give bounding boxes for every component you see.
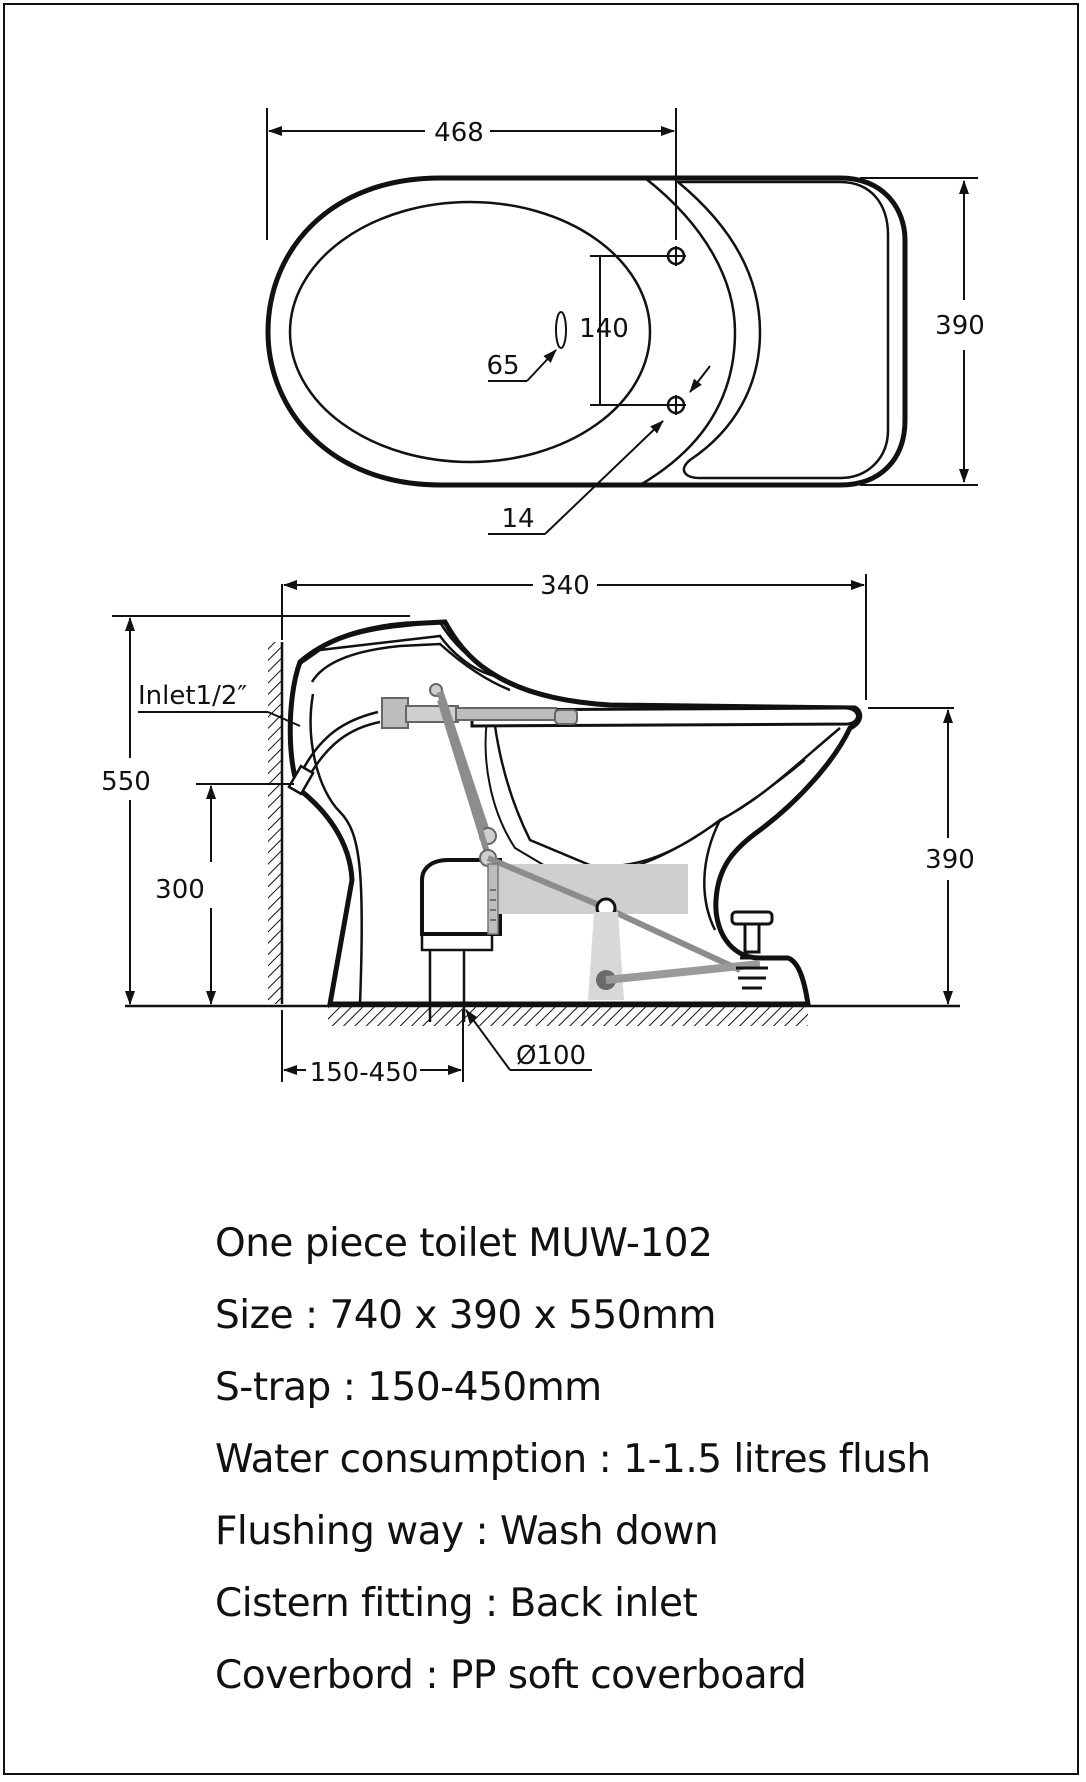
inlet-valve (287, 764, 315, 796)
spec-coverboard: Coverbord : PP soft coverboard (215, 1653, 807, 1698)
back-line (309, 693, 364, 1005)
spec-list: One piece toilet MUW-102 Size : 740 x 39… (215, 1208, 1035, 1712)
dim-width-top: 468 (434, 118, 484, 148)
dim-trap-range: 150-450 (310, 1058, 419, 1088)
dim-depth-top: 390 (935, 311, 985, 341)
dim-outlet-diameter: Ø100 (516, 1041, 586, 1071)
inlet-pipe (298, 710, 379, 776)
outlet-hole (555, 311, 567, 349)
flush-valve (730, 910, 774, 990)
spec-water: Water consumption : 1-1.5 litres flush (215, 1437, 931, 1482)
spec-cistern: Cistern fitting : Back inlet (215, 1581, 698, 1626)
trap-neck (703, 819, 722, 931)
side-body (287, 619, 863, 1007)
dim-inlet-height: 300 (155, 875, 205, 905)
floor-flange (420, 932, 494, 952)
mount-hole-bottom (666, 395, 686, 415)
dim-outlet: 65 (486, 351, 519, 381)
dim-hole-spacing: 140 (579, 314, 629, 344)
body-inner (310, 642, 511, 692)
toilet-drawing: 468 390 140 65 14 (101, 108, 985, 1088)
rim-line (639, 177, 737, 487)
dim-hole-diameter: 14 (501, 504, 534, 534)
spec-model: One piece toilet MUW-102 (215, 1221, 713, 1266)
inlet-pipe-2 (304, 720, 381, 783)
floor-hatch (328, 1004, 808, 1026)
top-view: 468 390 140 65 14 (265, 108, 985, 535)
spec-strap: S-trap : 150-450mm (215, 1365, 602, 1410)
mount-hole-top (666, 246, 686, 266)
bowl-opening (288, 200, 652, 464)
flush-mechanism (381, 683, 761, 1000)
spec-size: Size : 740 x 390 x 550mm (215, 1293, 717, 1338)
inlet-label: Inlet1/2″ (138, 681, 247, 711)
dim-length-side: 340 (540, 571, 590, 601)
tank-lid (299, 620, 496, 678)
dim-height-side: 550 (101, 767, 151, 797)
dim-seat-height: 390 (925, 845, 975, 875)
spec-flushing: Flushing way : Wash down (215, 1509, 719, 1554)
page-frame (3, 3, 1079, 1775)
side-view: 340 550 300 Inlet1/2″ 390 (101, 571, 975, 1088)
wall-hatch (268, 642, 282, 1004)
tank-inner (674, 180, 890, 480)
top-outline (265, 175, 908, 488)
